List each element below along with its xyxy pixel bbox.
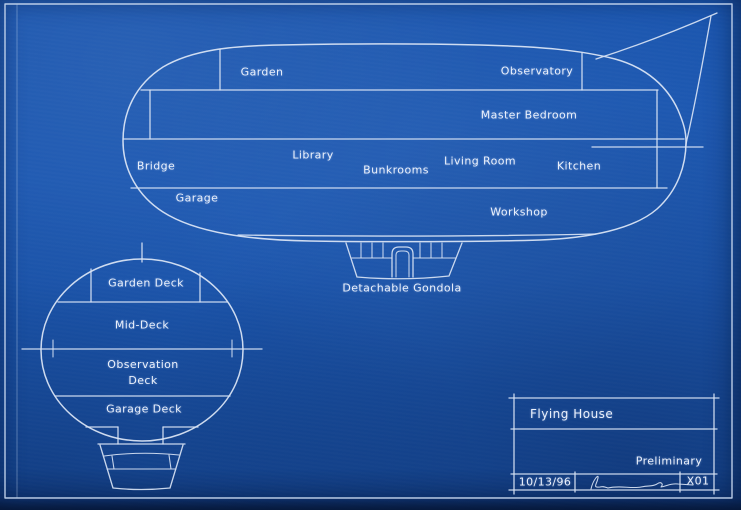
title-block [508, 393, 720, 495]
room-label-library: Library [292, 148, 334, 162]
deck-label-garden-deck: Garden Deck [108, 276, 184, 290]
deck-label-mid-deck: Mid-Deck [114, 318, 170, 332]
title-block-status: Preliminary [635, 454, 703, 468]
gondola-cs-inner-line-1 [103, 452, 180, 457]
airship-side-view [122, 12, 718, 280]
room-label-master-bedroom: Master Bedroom [480, 108, 578, 122]
gondola-hull [345, 242, 463, 280]
signature-scribble [590, 475, 694, 490]
room-label-kitchen: Kitchen [556, 159, 602, 173]
title-block-date: 10/13/96 [518, 475, 572, 489]
gondola-side-view [345, 242, 463, 280]
tail-fin [595, 12, 718, 147]
room-label-observatory: Observatory [500, 64, 574, 78]
gondola-door-arch [391, 246, 414, 278]
gondola-cross-section [97, 443, 186, 491]
deck-label-garage-deck: Garage Deck [106, 402, 182, 416]
gondola-door-arch-inner [395, 250, 410, 278]
tail-fin-trailing-edge [685, 15, 712, 147]
hull-inner-bottom-line [237, 233, 597, 237]
room-label-living-room: Living Room [444, 154, 516, 168]
deck-label-observation-deck: Observation Deck [107, 358, 179, 387]
hull-cross-section-view [21, 242, 263, 491]
room-label-garden: Garden [240, 65, 284, 79]
gondola-label: Detachable Gondola [342, 281, 462, 295]
room-label-workshop: Workshop [490, 205, 548, 219]
room-label-bridge: Bridge [136, 159, 176, 173]
gondola-cs-outline [99, 444, 184, 491]
title-block-title: Flying House [530, 407, 614, 421]
title-block-sheet-number: X01 [686, 474, 710, 488]
room-label-bunkrooms: Bunkrooms [363, 163, 429, 177]
gondola-neck-walls [117, 426, 164, 445]
hull-outline [122, 43, 687, 243]
page-border-frame [4, 3, 733, 499]
room-label-garage: Garage [175, 191, 219, 205]
gondola-cs-inner-posts [111, 454, 172, 470]
tail-fin-leading-edge [595, 12, 718, 60]
gondola-window-mullions [360, 242, 443, 259]
